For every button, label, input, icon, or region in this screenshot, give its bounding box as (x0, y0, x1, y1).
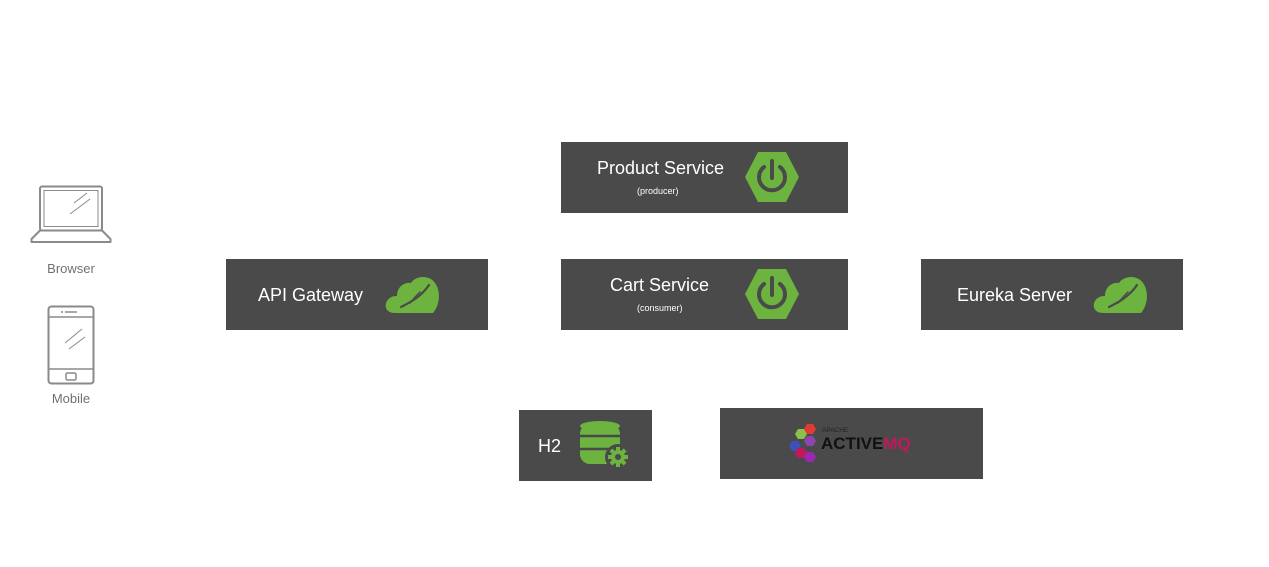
h2-database-box: H2 (519, 410, 652, 481)
product-service-title: Product Service (597, 158, 725, 178)
activemq-mq-text: MQ (883, 434, 910, 453)
spring-cloud-icon (1093, 277, 1147, 313)
product-service-subtitle: (producer) (637, 186, 679, 196)
activemq-main-text: ACTIVEMQ (821, 434, 911, 453)
laptop-icon (30, 185, 112, 243)
spring-boot-power-icon (745, 152, 799, 202)
cart-service-box: Cart Service (consumer) (561, 259, 848, 330)
smartphone-icon (47, 305, 95, 385)
spring-cloud-icon (385, 277, 439, 313)
activemq-box: APACHE ACTIVEMQ (720, 408, 983, 479)
cart-service-subtitle: (consumer) (637, 303, 683, 313)
eureka-server-title: Eureka Server (957, 285, 1073, 305)
activemq-apache-text: APACHE (822, 427, 849, 434)
activemq-active-text: ACTIVE (821, 434, 883, 453)
browser-label: Browser (47, 261, 95, 276)
spring-boot-power-icon (745, 269, 799, 319)
cart-service-title: Cart Service (610, 275, 710, 295)
mobile-label: Mobile (51, 391, 91, 406)
api-gateway-title: API Gateway (258, 285, 364, 305)
api-gateway-box: API Gateway (226, 259, 488, 330)
database-gear-icon (580, 421, 631, 470)
activemq-logo: APACHE ACTIVEMQ (789, 424, 911, 462)
h2-title: H2 (538, 436, 562, 456)
eureka-server-box: Eureka Server (921, 259, 1183, 330)
product-service-box: Product Service (producer) (561, 142, 848, 213)
